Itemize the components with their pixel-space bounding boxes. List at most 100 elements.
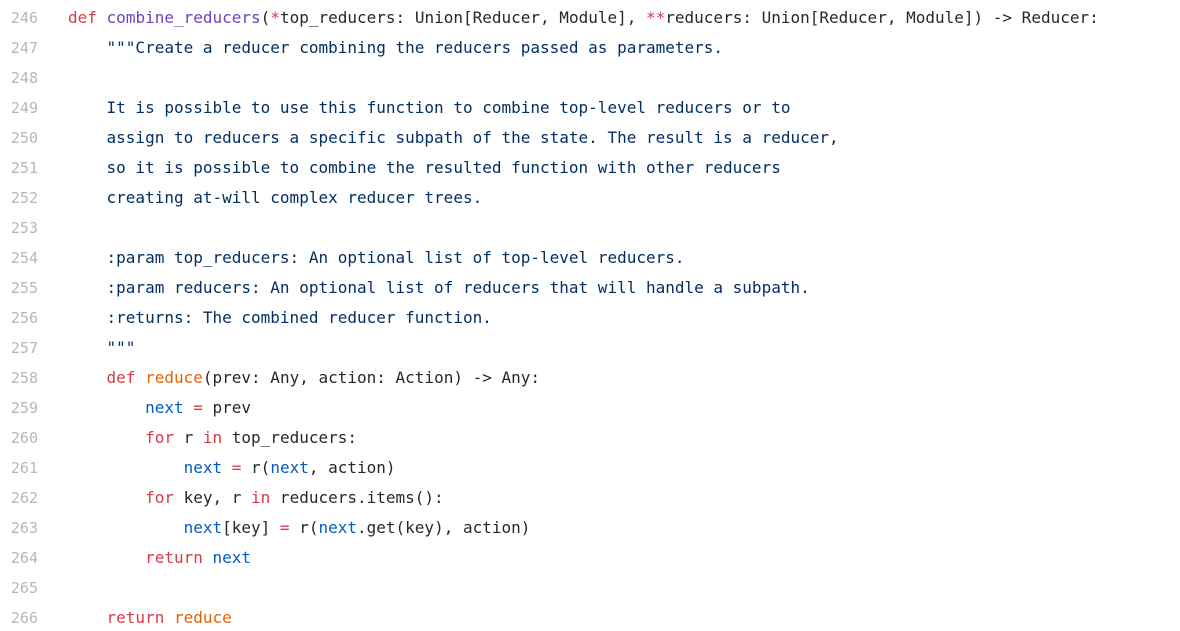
token-string: so it is possible to combine the resulte…: [106, 158, 781, 177]
code-text: for r in top_reducers:: [38, 423, 357, 453]
token-keyword: =: [231, 458, 242, 477]
token-text: .get(key), action): [357, 518, 531, 537]
token-text: prev: [202, 398, 252, 417]
line-number[interactable]: 246: [10, 9, 38, 27]
token-text: [68, 608, 107, 627]
line-number[interactable]: 261: [10, 459, 38, 477]
token-keyword: =: [193, 398, 203, 417]
token-text: [184, 398, 194, 417]
code-line: 251 so it is possible to combine the res…: [0, 153, 1180, 183]
code-line: 259 next = prev: [0, 393, 1180, 423]
token-text: [68, 128, 107, 147]
token-text: top_reducers:: [222, 428, 357, 447]
code-line: 254 :param top_reducers: An optional lis…: [0, 243, 1180, 273]
code-text: It is possible to use this function to c…: [38, 93, 791, 123]
token-keyword: def: [68, 8, 97, 27]
token-text: [68, 308, 107, 327]
line-number[interactable]: 255: [10, 279, 38, 297]
token-text: [68, 488, 145, 507]
line-number[interactable]: 251: [10, 159, 38, 177]
token-text: (prev: Any, action: Action) -> Any:: [202, 368, 541, 387]
token-builtin: next: [212, 548, 252, 567]
token-text: [68, 338, 107, 357]
token-string: :returns: The combined reducer function.: [106, 308, 492, 327]
code-text: return next: [38, 543, 251, 573]
line-number[interactable]: 262: [10, 489, 38, 507]
token-keyword: **: [646, 8, 666, 27]
code-line: 252 creating at-will complex reducer tre…: [0, 183, 1180, 213]
token-text: , action): [308, 458, 396, 477]
line-number[interactable]: 258: [10, 369, 38, 387]
line-number[interactable]: 260: [10, 429, 38, 447]
token-keyword: return: [106, 608, 165, 627]
token-text: (: [260, 8, 271, 27]
line-number[interactable]: 250: [10, 129, 38, 147]
line-number[interactable]: 254: [10, 249, 38, 267]
token-string: It is possible to use this function to c…: [106, 98, 791, 117]
code-line: 266 return reduce: [0, 603, 1180, 631]
line-number[interactable]: 248: [10, 69, 38, 87]
token-text: [97, 8, 107, 27]
token-text: [68, 428, 145, 447]
token-string: """: [106, 338, 136, 357]
code-line: 265: [0, 573, 1180, 603]
code-text: :param top_reducers: An optional list of…: [38, 243, 685, 273]
code-text: :returns: The combined reducer function.: [38, 303, 492, 333]
code-line: 253: [0, 213, 1180, 243]
line-number[interactable]: 256: [10, 309, 38, 327]
token-builtin: next: [270, 458, 309, 477]
token-builtin: next: [183, 458, 223, 477]
token-text: [68, 518, 184, 537]
token-call: reduce: [173, 608, 232, 627]
token-text: [68, 398, 145, 417]
token-text: [68, 98, 107, 117]
token-text: [68, 278, 107, 297]
token-builtin: next: [318, 518, 357, 537]
code-text: next = prev: [38, 393, 251, 423]
line-number[interactable]: 257: [10, 339, 38, 357]
token-keyword: def: [106, 368, 136, 387]
code-line: 248: [0, 63, 1180, 93]
code-line: 250 assign to reducers a specific subpat…: [0, 123, 1180, 153]
code-text: next[key] = r(next.get(key), action): [38, 513, 531, 543]
token-text: [68, 248, 107, 267]
token-builtin: next: [145, 398, 184, 417]
token-string: """Create a reducer combining the reduce…: [106, 38, 724, 57]
token-keyword: *: [270, 8, 280, 27]
code-line: 255 :param reducers: An optional list of…: [0, 273, 1180, 303]
line-number[interactable]: 266: [10, 609, 38, 627]
line-number[interactable]: 264: [10, 549, 38, 567]
token-text: [164, 608, 174, 627]
token-text: reducers: Union[Reducer, Module]) -> Red…: [665, 8, 1099, 27]
line-number[interactable]: 253: [10, 219, 38, 237]
line-number[interactable]: 247: [10, 39, 38, 57]
code-line: 263 next[key] = r(next.get(key), action): [0, 513, 1180, 543]
token-text: [68, 458, 184, 477]
code-text: for key, r in reducers.items():: [38, 483, 444, 513]
line-number[interactable]: 252: [10, 189, 38, 207]
token-keyword: =: [279, 518, 290, 537]
token-keyword: in: [251, 488, 271, 507]
code-line: 258 def reduce(prev: Any, action: Action…: [0, 363, 1180, 393]
token-text: [222, 458, 232, 477]
code-line: 262 for key, r in reducers.items():: [0, 483, 1180, 513]
code-line: 257 """: [0, 333, 1180, 363]
token-text: r(: [241, 458, 271, 477]
code-text: """: [38, 333, 136, 363]
code-line: 249 It is possible to use this function …: [0, 93, 1180, 123]
token-text: r(: [289, 518, 319, 537]
line-number[interactable]: 259: [10, 399, 38, 417]
line-number[interactable]: 265: [10, 579, 38, 597]
code-text: return reduce: [38, 603, 232, 631]
token-text: [68, 38, 107, 57]
code-text: def combine_reducers(*top_reducers: Unio…: [38, 3, 1099, 33]
token-string: assign to reducers a specific subpath of…: [106, 128, 839, 147]
code-line: 261 next = r(next, action): [0, 453, 1180, 483]
code-line: 256 :returns: The combined reducer funct…: [0, 303, 1180, 333]
line-number[interactable]: 263: [10, 519, 38, 537]
code-text: creating at-will complex reducer trees.: [38, 183, 483, 213]
code-text: so it is possible to combine the resulte…: [38, 153, 781, 183]
line-number[interactable]: 249: [10, 99, 38, 117]
